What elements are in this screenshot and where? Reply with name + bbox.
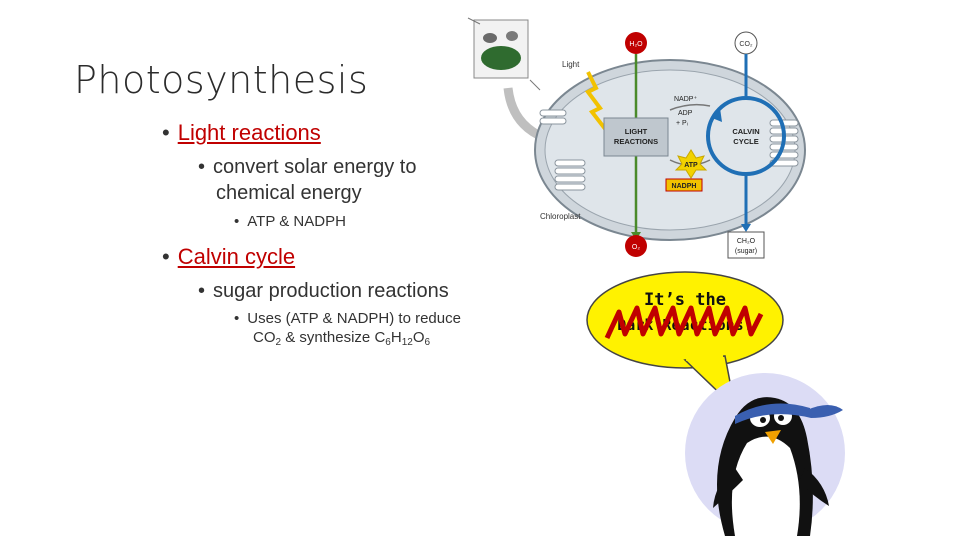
svg-text:CH₂O: CH₂O <box>737 238 756 245</box>
red-scribble <box>604 305 764 340</box>
bubble-line-1: It’s the <box>644 290 726 310</box>
svg-text:ADP: ADP <box>678 110 693 117</box>
calvin-subsub-text-a: Uses (ATP & NADPH) to reduce <box>247 310 461 327</box>
bullet-calvin-subsub: •Uses (ATP & NADPH) to reduce CO2 & synt… <box>234 310 461 348</box>
svg-text:ATP: ATP <box>684 162 698 169</box>
photosynthesis-diagram: Light H₂O CO₂ LIGHT REACTIONS CALVIN CYC… <box>467 17 806 259</box>
light-label: Light <box>562 60 580 69</box>
svg-text:CYCLE: CYCLE <box>733 137 758 146</box>
cell-thumbnail-icon <box>467 17 541 91</box>
slide-title: Photosynthesis <box>74 58 369 102</box>
light-bolt-icon <box>584 71 608 132</box>
svg-text:REACTIONS: REACTIONS <box>614 137 658 146</box>
atp-burst-icon <box>674 149 708 179</box>
sugar-box <box>727 231 765 259</box>
calvin-sub-text: sugar production reactions <box>213 280 449 302</box>
svg-text:CO₂: CO₂ <box>739 41 753 48</box>
svg-text:+ Pᵢ: + Pᵢ <box>676 120 688 127</box>
light-reactions-label: Light reactions <box>177 120 321 145</box>
svg-text:NADPH: NADPH <box>672 183 697 190</box>
bullet-light-subsub: •ATP & NADPH <box>234 213 346 230</box>
nadph-box <box>665 178 703 192</box>
calvin-subsub-text-b: CO2 & synthesize C6H12O6 <box>253 329 431 348</box>
light-reactions-box <box>603 117 669 157</box>
cartoon-illustration: It’s the Dark Reactions! <box>586 271 845 536</box>
svg-text:(sugar): (sugar) <box>735 248 757 255</box>
light-sub-text: convert solar energy to <box>213 156 417 178</box>
calvin-cycle-label: Calvin cycle <box>177 244 296 269</box>
svg-text:CALVIN: CALVIN <box>732 127 759 136</box>
bullet-calvin-cycle: •Calvin cycle <box>162 244 296 269</box>
bullet-calvin-sub: •sugar production reactions <box>198 280 449 302</box>
chloroplast-label: Chloroplast <box>540 212 581 221</box>
bullet-light-sub: •convert solar energy to chemical energy <box>198 156 417 204</box>
svg-text:O₂: O₂ <box>632 244 640 251</box>
bullet-light-reactions: •Light reactions <box>162 120 321 145</box>
o2-circle <box>625 235 647 257</box>
svg-text:LIGHT: LIGHT <box>625 127 648 136</box>
svg-text:NADP⁺: NADP⁺ <box>674 96 697 103</box>
light-sub-text-2: chemical energy <box>216 182 362 204</box>
h2o-circle <box>625 32 647 54</box>
penguin-icon <box>713 397 843 536</box>
light-subsub-text: ATP & NADPH <box>247 213 346 230</box>
svg-text:H₂O: H₂O <box>629 41 643 48</box>
